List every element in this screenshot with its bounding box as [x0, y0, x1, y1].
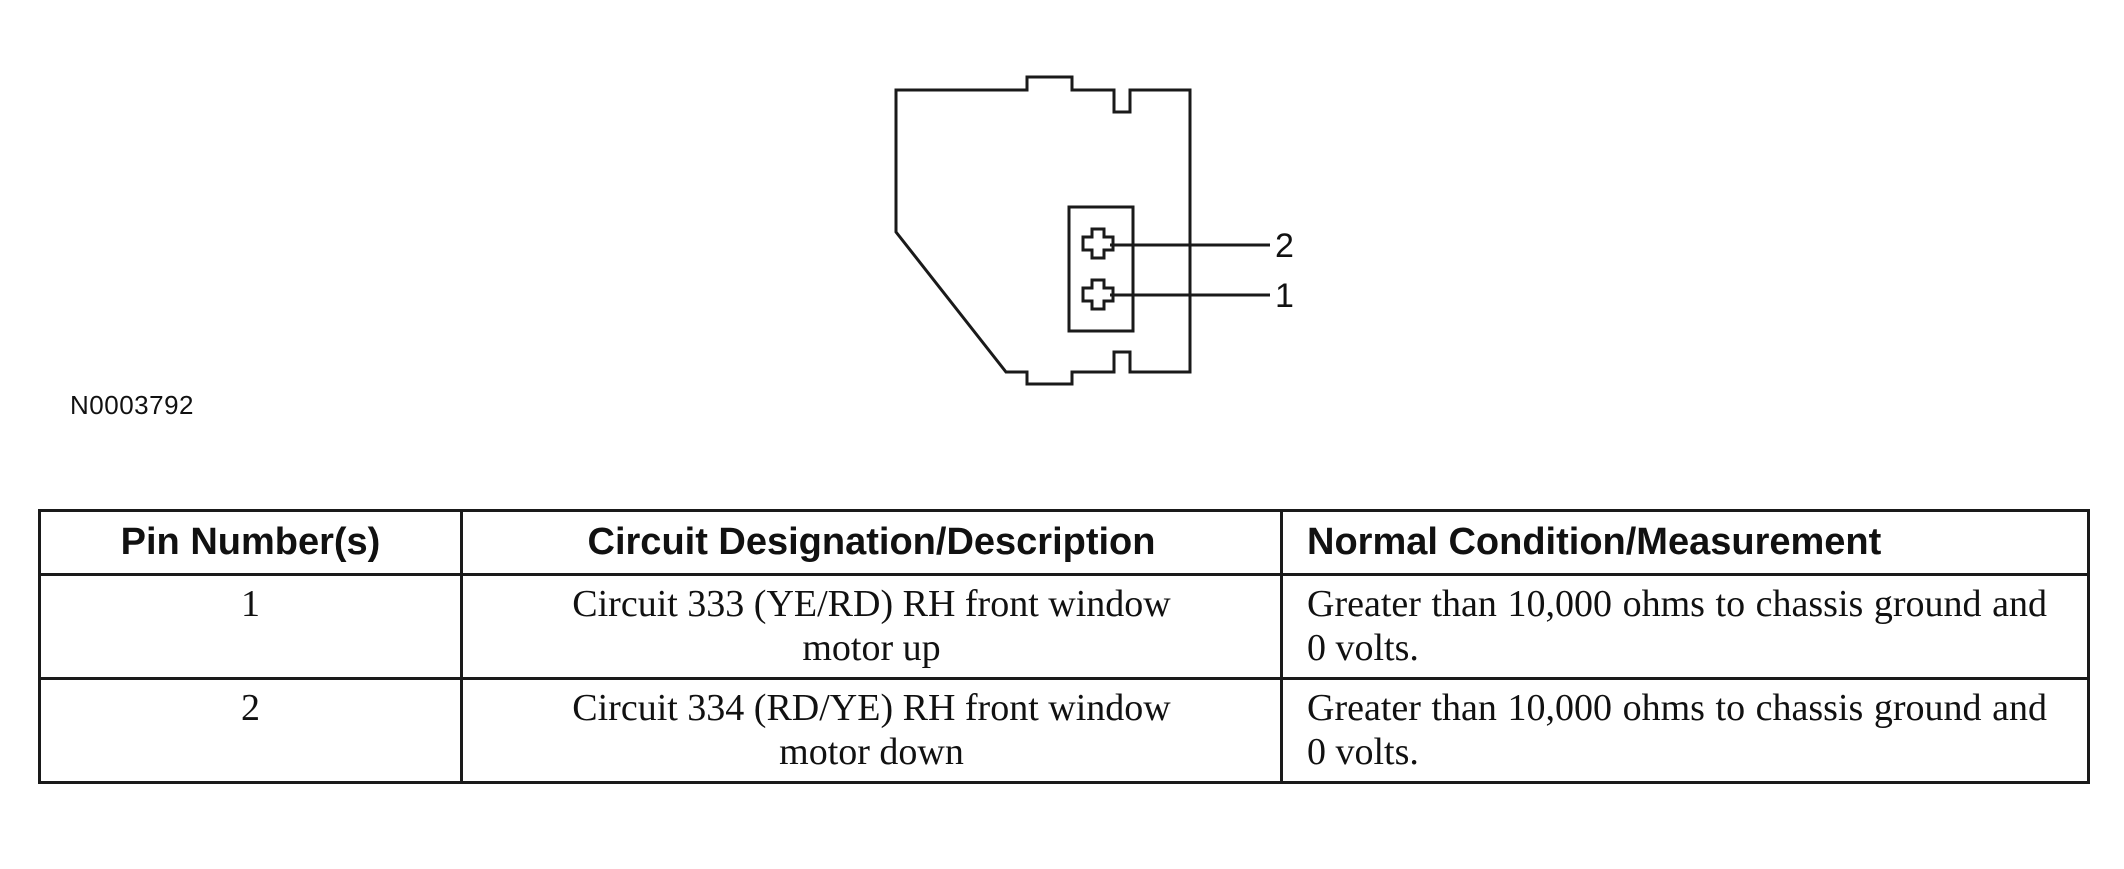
pin-label-1: 1 — [1275, 277, 1294, 315]
pin-label-2: 2 — [1275, 227, 1294, 265]
connector-diagram — [894, 75, 1270, 386]
condition-cell: Greater than 10,000 ohms to chassis grou… — [1280, 677, 2090, 784]
pin-cell: 2 — [38, 677, 463, 784]
connector-outline — [894, 75, 1192, 386]
header-pin-number: Pin Number(s) — [38, 509, 463, 576]
terminal-cavity-block — [1067, 205, 1135, 333]
condition-cell: Greater than 10,000 ohms to chassis grou… — [1280, 573, 2090, 680]
table-row: 2 Circuit 334 (RD/YE) RH front window mo… — [38, 677, 2090, 784]
table-row: 1 Circuit 333 (YE/RD) RH front window mo… — [38, 573, 2090, 680]
header-condition: Normal Condition/Measurement — [1280, 509, 2090, 576]
header-circuit: Circuit Designation/Description — [460, 509, 1283, 576]
figure-id: N0003792 — [70, 390, 194, 420]
pin-cell: 1 — [38, 573, 463, 680]
terminal-2 — [1081, 227, 1115, 260]
terminal-1 — [1081, 278, 1115, 311]
pin-table: Pin Number(s) Circuit Designation/Descri… — [38, 509, 2090, 784]
circuit-cell: Circuit 333 (YE/RD) RH front window moto… — [460, 573, 1283, 680]
table-header-row: Pin Number(s) Circuit Designation/Descri… — [38, 509, 2090, 576]
circuit-cell: Circuit 334 (RD/YE) RH front window moto… — [460, 677, 1283, 784]
